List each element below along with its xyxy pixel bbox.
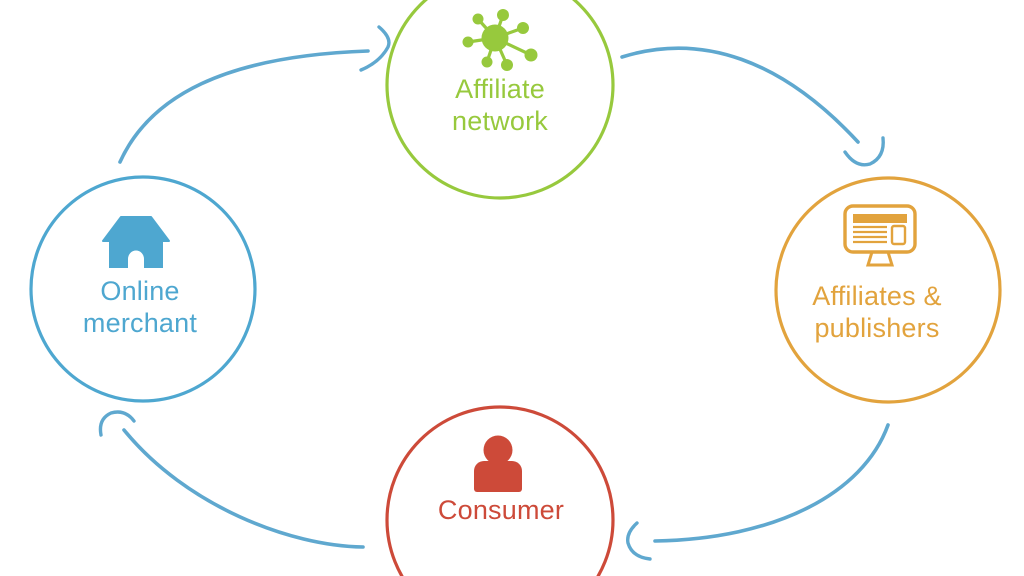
arrowhead-icon — [626, 521, 652, 561]
node-circle-online-merchant — [29, 175, 257, 403]
node-circle-affiliate-network — [385, 0, 615, 200]
monitor-webpage-icon — [843, 204, 917, 267]
node-label-consumer: Consumer — [437, 495, 565, 525]
arrowhead-icon — [98, 410, 136, 437]
person-icon — [474, 435, 522, 492]
arrow-consumer-to-merchant — [98, 410, 365, 549]
network-hub-icon — [462, 9, 538, 71]
arrowhead-icon — [359, 25, 391, 72]
arrow-merchant-to-network — [118, 25, 391, 164]
node-label-affiliate-network: Affiliate network — [452, 74, 548, 136]
node-circle-consumer — [385, 405, 615, 576]
storefront-icon — [102, 216, 170, 268]
arrowhead-icon — [843, 136, 885, 167]
arrow-network-to-affiliates — [620, 46, 885, 167]
node-circle-affiliates-publishers — [774, 176, 1002, 404]
node-label-affiliates-publishers: Affiliates & publishers — [812, 281, 942, 343]
node-label-online-merchant: Online merchant — [82, 276, 198, 338]
arrow-affiliates-to-consumer — [626, 423, 890, 561]
